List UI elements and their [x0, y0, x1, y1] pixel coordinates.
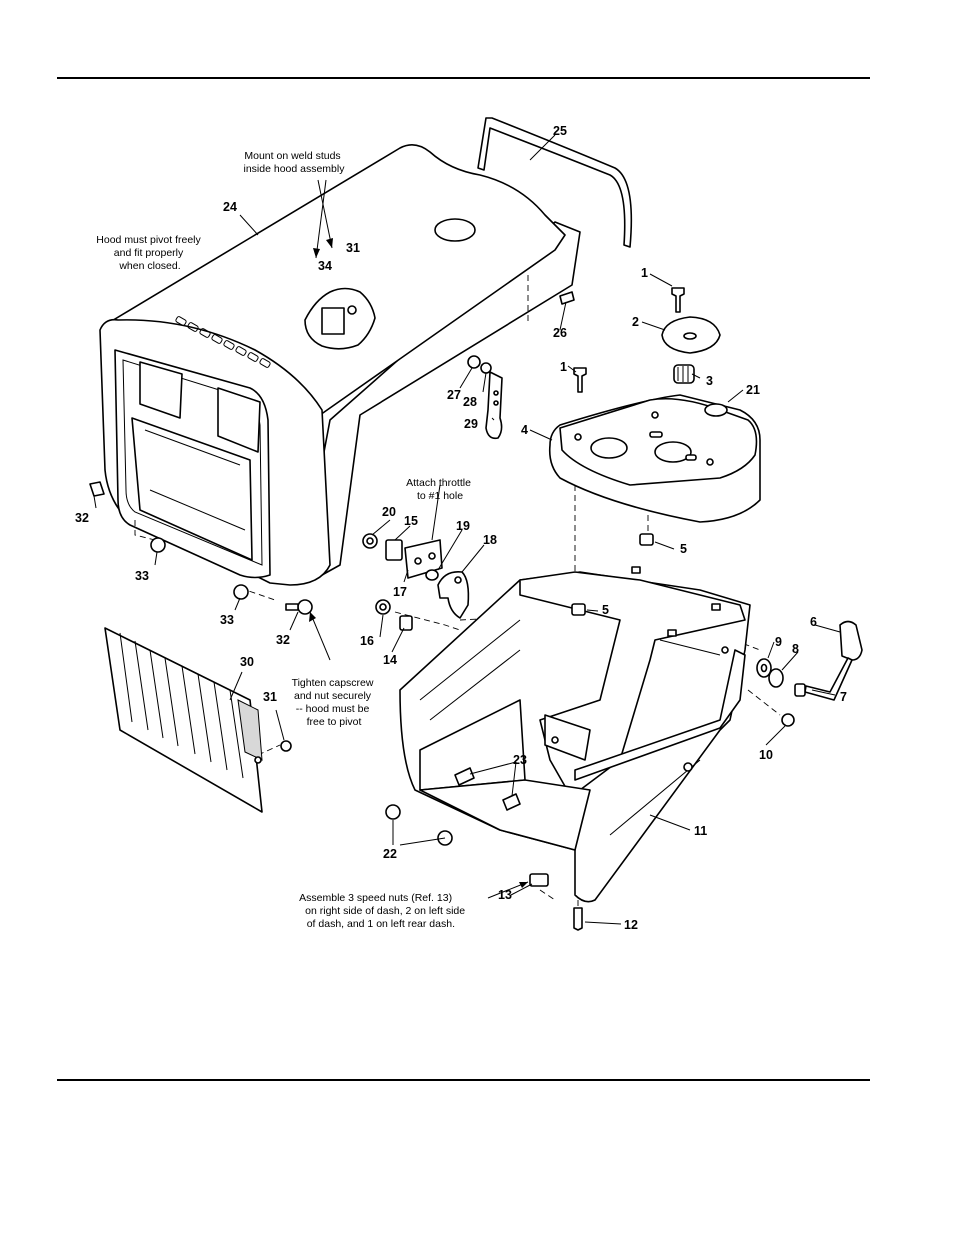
- callout-34: 34: [318, 259, 332, 273]
- note-speednuts-line-1: Assemble 3 speed nuts (Ref. 13): [299, 892, 452, 904]
- top-rule: [57, 77, 870, 79]
- callout-7: 7: [840, 690, 847, 704]
- callout-9: 9: [775, 635, 782, 649]
- callout-18: 18: [483, 533, 497, 547]
- callout-6: 6: [810, 615, 817, 629]
- callout-8: 8: [792, 642, 799, 656]
- callout-11: 11: [694, 824, 707, 838]
- callout-25: 25: [553, 124, 567, 138]
- callout-13: 13: [498, 888, 512, 902]
- note-mount: Mount on weld studs inside hood assembly: [244, 150, 346, 175]
- note-tighten: Tighten capscrew and nut securely -- hoo…: [292, 677, 377, 728]
- callout-16: 16: [360, 634, 374, 648]
- arrowhead-tighten: [309, 612, 316, 622]
- callout-1-upper: 1: [641, 266, 648, 280]
- callout-24: 24: [223, 200, 237, 214]
- note-throttle-line-1: Attach throttle: [406, 477, 471, 489]
- callout-17: 17: [393, 585, 407, 599]
- callout-10: 10: [759, 748, 773, 762]
- note-speed-nuts: Assemble 3 speed nuts (Ref. 13) on right…: [299, 892, 468, 930]
- callout-2: 2: [632, 315, 639, 329]
- front-grille-panel: [104, 627, 263, 813]
- callout-31-upper: 31: [346, 241, 360, 255]
- callout-28: 28: [463, 395, 477, 409]
- callout-26: 26: [553, 326, 567, 340]
- hood-assembly: [99, 144, 581, 586]
- note-mount-line-2: inside hood assembly: [244, 163, 346, 175]
- callout-5-upper: 5: [680, 542, 687, 556]
- arrowhead-mount-31: [326, 238, 333, 248]
- callout-5-lower: 5: [602, 603, 609, 617]
- note-hood-line-3: when closed.: [118, 260, 180, 272]
- note-throttle-line-2: to #1 hole: [417, 490, 463, 502]
- leader-lines: [93, 134, 841, 925]
- hood-handle: [477, 117, 633, 248]
- callout-4: 4: [521, 423, 528, 437]
- note-hood-line-1: Hood must pivot freely: [96, 234, 201, 246]
- callout-14: 14: [383, 653, 397, 667]
- callout-1-lower: 1: [560, 360, 567, 374]
- note-tighten-line-1: Tighten capscrew: [292, 677, 374, 689]
- note-tighten-line-2: and nut securely: [294, 690, 372, 702]
- note-speednuts-line-2: on right side of dash, 2 on left side: [305, 905, 465, 917]
- callout-29: 29: [464, 417, 478, 431]
- note-mount-line-1: Mount on weld studs: [244, 150, 340, 162]
- callout-33-left: 33: [135, 569, 149, 583]
- note-throttle: Attach throttle to #1 hole: [406, 477, 474, 502]
- assembly-notes: Mount on weld studs inside hood assembly…: [96, 150, 474, 930]
- callout-numbers: 1 1 2 3 4 5 5 6 7 8 9 10 11 12 13 14 15 …: [75, 124, 847, 932]
- callout-33-right: 33: [220, 613, 234, 627]
- callout-32-right: 32: [276, 633, 290, 647]
- callout-19: 19: [456, 519, 470, 533]
- callout-32-left: 32: [75, 511, 89, 525]
- note-tighten-line-4: free to pivot: [307, 716, 362, 728]
- callout-15: 15: [404, 514, 418, 528]
- callout-30: 30: [240, 655, 254, 669]
- callout-21: 21: [746, 383, 760, 397]
- callout-27: 27: [447, 388, 461, 402]
- callout-3: 3: [706, 374, 713, 388]
- callout-31-lower: 31: [263, 690, 277, 704]
- arrowhead-mount-34: [313, 248, 320, 258]
- callout-20: 20: [382, 505, 396, 519]
- note-hood-pivot: Hood must pivot freely and fit properly …: [96, 234, 203, 272]
- arrowhead-speednut: [519, 882, 528, 888]
- dash-panel: [548, 394, 761, 523]
- bottom-rule: [57, 1079, 870, 1081]
- note-speednuts-line-3: of dash, and 1 on left rear dash.: [307, 918, 455, 930]
- note-tighten-line-3: -- hood must be: [296, 703, 370, 715]
- dash-tower: [399, 566, 751, 903]
- small-hardware: [89, 287, 863, 931]
- note-hood-line-2: and fit properly: [114, 247, 184, 259]
- callout-22: 22: [383, 847, 397, 861]
- callout-12: 12: [624, 918, 638, 932]
- callout-23: 23: [513, 753, 527, 767]
